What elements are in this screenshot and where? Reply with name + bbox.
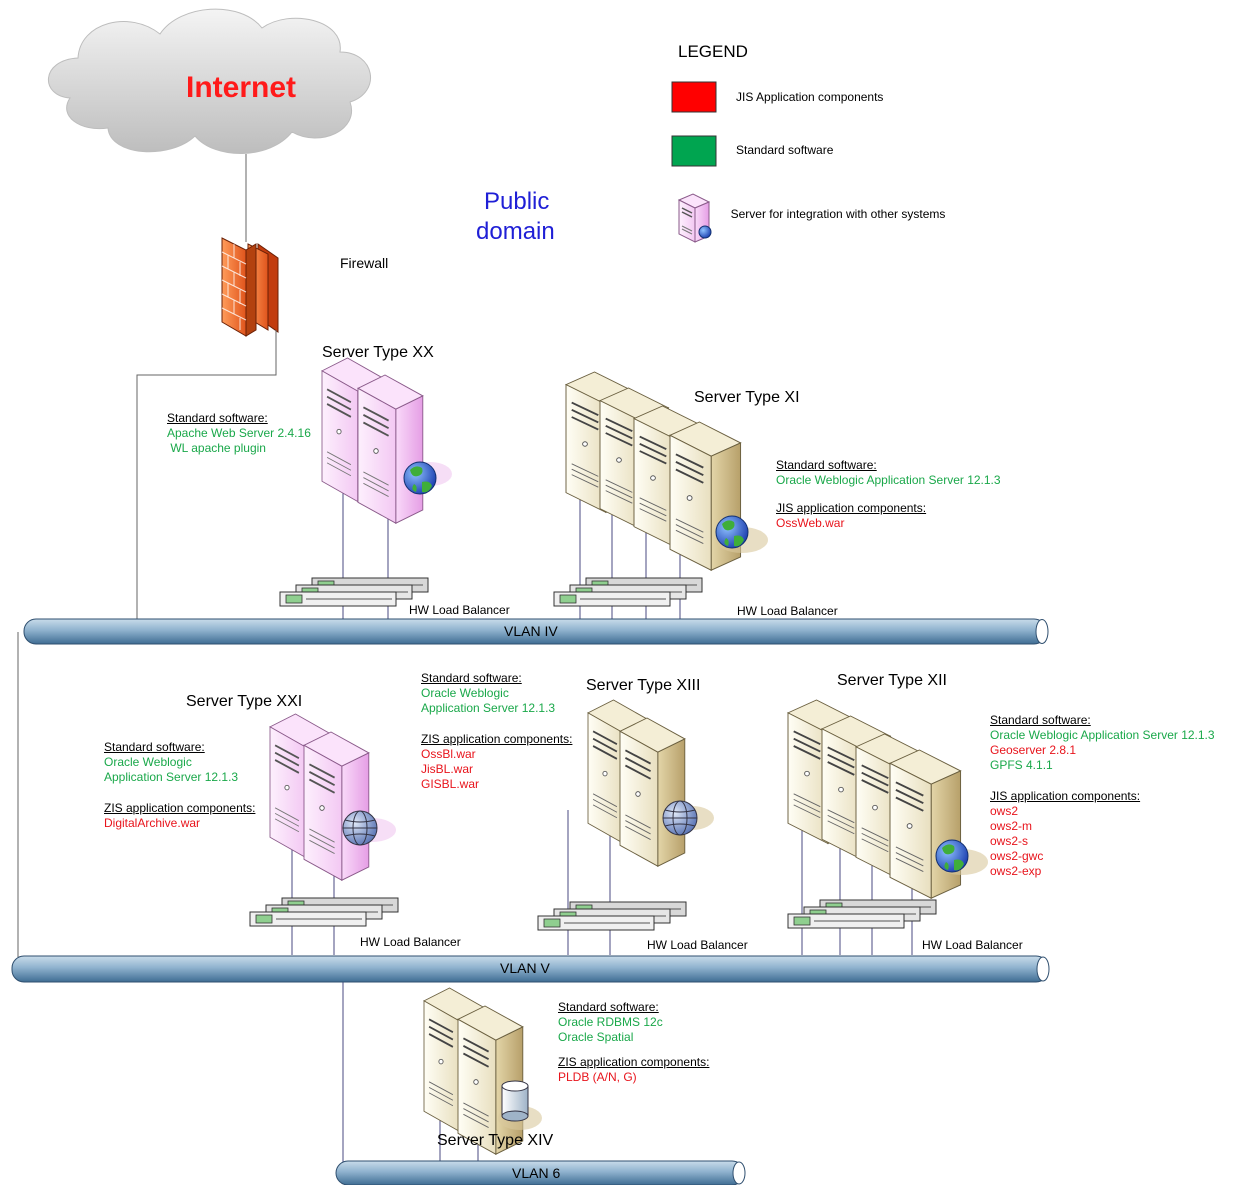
server-xi-comp-0: OssWeb.war	[776, 516, 845, 530]
legend-red-swatch	[671, 81, 717, 113]
load-balancer-label-3: HW Load Balancer	[360, 935, 461, 949]
firewall-icon	[221, 237, 279, 337]
server-xi-info: Standard software: Oracle Weblogic Appli…	[776, 458, 1001, 531]
server-type-xxi-icon	[269, 713, 396, 882]
server-xi-std-heading: Standard software:	[776, 458, 877, 472]
internet-label: Internet	[186, 71, 297, 104]
internet-cloud-icon	[47, 8, 371, 154]
legend-title: LEGEND	[678, 42, 748, 61]
server-xii-comp-0: ows2	[990, 804, 1019, 818]
legend-integration-label: Server for integration with other system…	[730, 207, 946, 221]
server-xii-std-heading: Standard software:	[990, 713, 1091, 727]
server-xii-comp-3: ows2-gwc	[990, 849, 1044, 863]
server-type-xii-icon	[787, 699, 988, 900]
server-xiii-std-0: Oracle Weblogic	[421, 686, 509, 700]
vlan-v-pipe	[11, 955, 1050, 983]
server-xxi-comp-0: DigitalArchive.war	[104, 816, 201, 830]
server-xiv-info: Standard software: Oracle RDBMS 12c Orac…	[558, 1000, 709, 1085]
server-xiv-std-1: Oracle Spatial	[558, 1030, 634, 1044]
server-xiv-std-0: Oracle RDBMS 12c	[558, 1015, 663, 1029]
load-balancer-label-5: HW Load Balancer	[922, 938, 1023, 952]
server-xxi-title: Server Type XXI	[186, 693, 303, 710]
server-xiii-std-heading: Standard software:	[421, 671, 522, 685]
server-type-xx-icon	[321, 357, 452, 525]
public-domain-label-line2: domain	[476, 218, 555, 245]
server-xi-title: Server Type XI	[694, 389, 800, 406]
firewall-link	[136, 330, 277, 620]
vlan-iv-pipe	[23, 618, 1049, 645]
server-xii-title: Server Type XII	[837, 672, 947, 689]
server-xiii-comp-0: OssBl.war	[421, 747, 476, 761]
server-xiii-std-1: Application Server 12.1.3	[421, 701, 556, 715]
load-balancer-label-1: HW Load Balancer	[409, 603, 510, 617]
server-xiv-comp-0: PLDB (A/N, G)	[558, 1070, 637, 1084]
server-xii-std-0: Oracle Weblogic Application Server 12.1.…	[990, 728, 1215, 742]
server-xx-info: Standard software: Apache Web Server 2.4…	[167, 411, 311, 456]
server-xii-comp-1: ows2-m	[990, 819, 1033, 833]
server-xxi-info: Standard software: Oracle Weblogic Appli…	[104, 740, 255, 831]
vlan-6-label: VLAN 6	[512, 1165, 561, 1181]
server-xii-std-1: Geoserver 2.8.1	[990, 743, 1077, 757]
server-xiii-comp-heading: ZIS application components:	[421, 732, 573, 746]
server-xii-comp-4: ows2-exp	[990, 864, 1042, 878]
load-balancer-label-2: HW Load Balancer	[737, 604, 838, 618]
server-xx-std-heading: Standard software:	[167, 411, 268, 425]
server-xii-comp-2: ows2-s	[990, 834, 1029, 848]
vlan-6-pipe	[335, 1160, 746, 1185]
server-xx-std-0: Apache Web Server 2.4.16	[167, 426, 311, 440]
server-xx-title: Server Type XX	[322, 344, 434, 361]
firewall-label: Firewall	[340, 255, 389, 271]
server-type-xiii-icon	[587, 699, 714, 868]
server-xiii-info: Standard software: Oracle Weblogic Appli…	[421, 671, 572, 792]
integration-server-icon	[677, 193, 712, 243]
server-xii-std-2: GPFS 4.1.1	[990, 758, 1053, 772]
server-type-xi-icon	[565, 371, 768, 572]
server-xiii-comp-2: GISBL.war	[421, 777, 480, 791]
vlan-v-label: VLAN V	[500, 960, 550, 976]
server-xii-info: Standard software: Oracle Weblogic Appli…	[990, 713, 1215, 879]
server-xiv-title: Server Type XIV	[437, 1132, 554, 1149]
database-icon	[501, 1080, 529, 1122]
public-domain-label-line1: Public	[484, 188, 550, 215]
server-xxi-std-heading: Standard software:	[104, 740, 205, 754]
server-xi-std-0: Oracle Weblogic Application Server 12.1.…	[776, 473, 1001, 487]
vlan-iv-label: VLAN IV	[504, 623, 558, 639]
server-xxi-std-1: Application Server 12.1.3	[104, 770, 239, 784]
server-xiv-std-heading: Standard software:	[558, 1000, 659, 1014]
legend-green-label: Standard software	[736, 143, 834, 157]
server-xxi-std-0: Oracle Weblogic	[104, 755, 192, 769]
legend-green-swatch	[671, 135, 717, 167]
server-xi-comp-heading: JIS application components:	[776, 501, 927, 515]
server-xiv-comp-heading: ZIS application components:	[558, 1055, 710, 1069]
server-xxi-comp-heading: ZIS application components:	[104, 801, 256, 815]
server-type-xiv-icon	[423, 987, 542, 1156]
server-xiii-comp-1: JisBL.war	[421, 762, 474, 776]
server-xiii-title: Server Type XIII	[586, 677, 701, 694]
legend-red-label: JIS Application components	[736, 90, 884, 104]
server-xx-std-1: WL apache plugin	[167, 441, 266, 455]
server-xii-comp-heading: JIS application components:	[990, 789, 1141, 803]
load-balancer-label-4: HW Load Balancer	[647, 938, 748, 952]
